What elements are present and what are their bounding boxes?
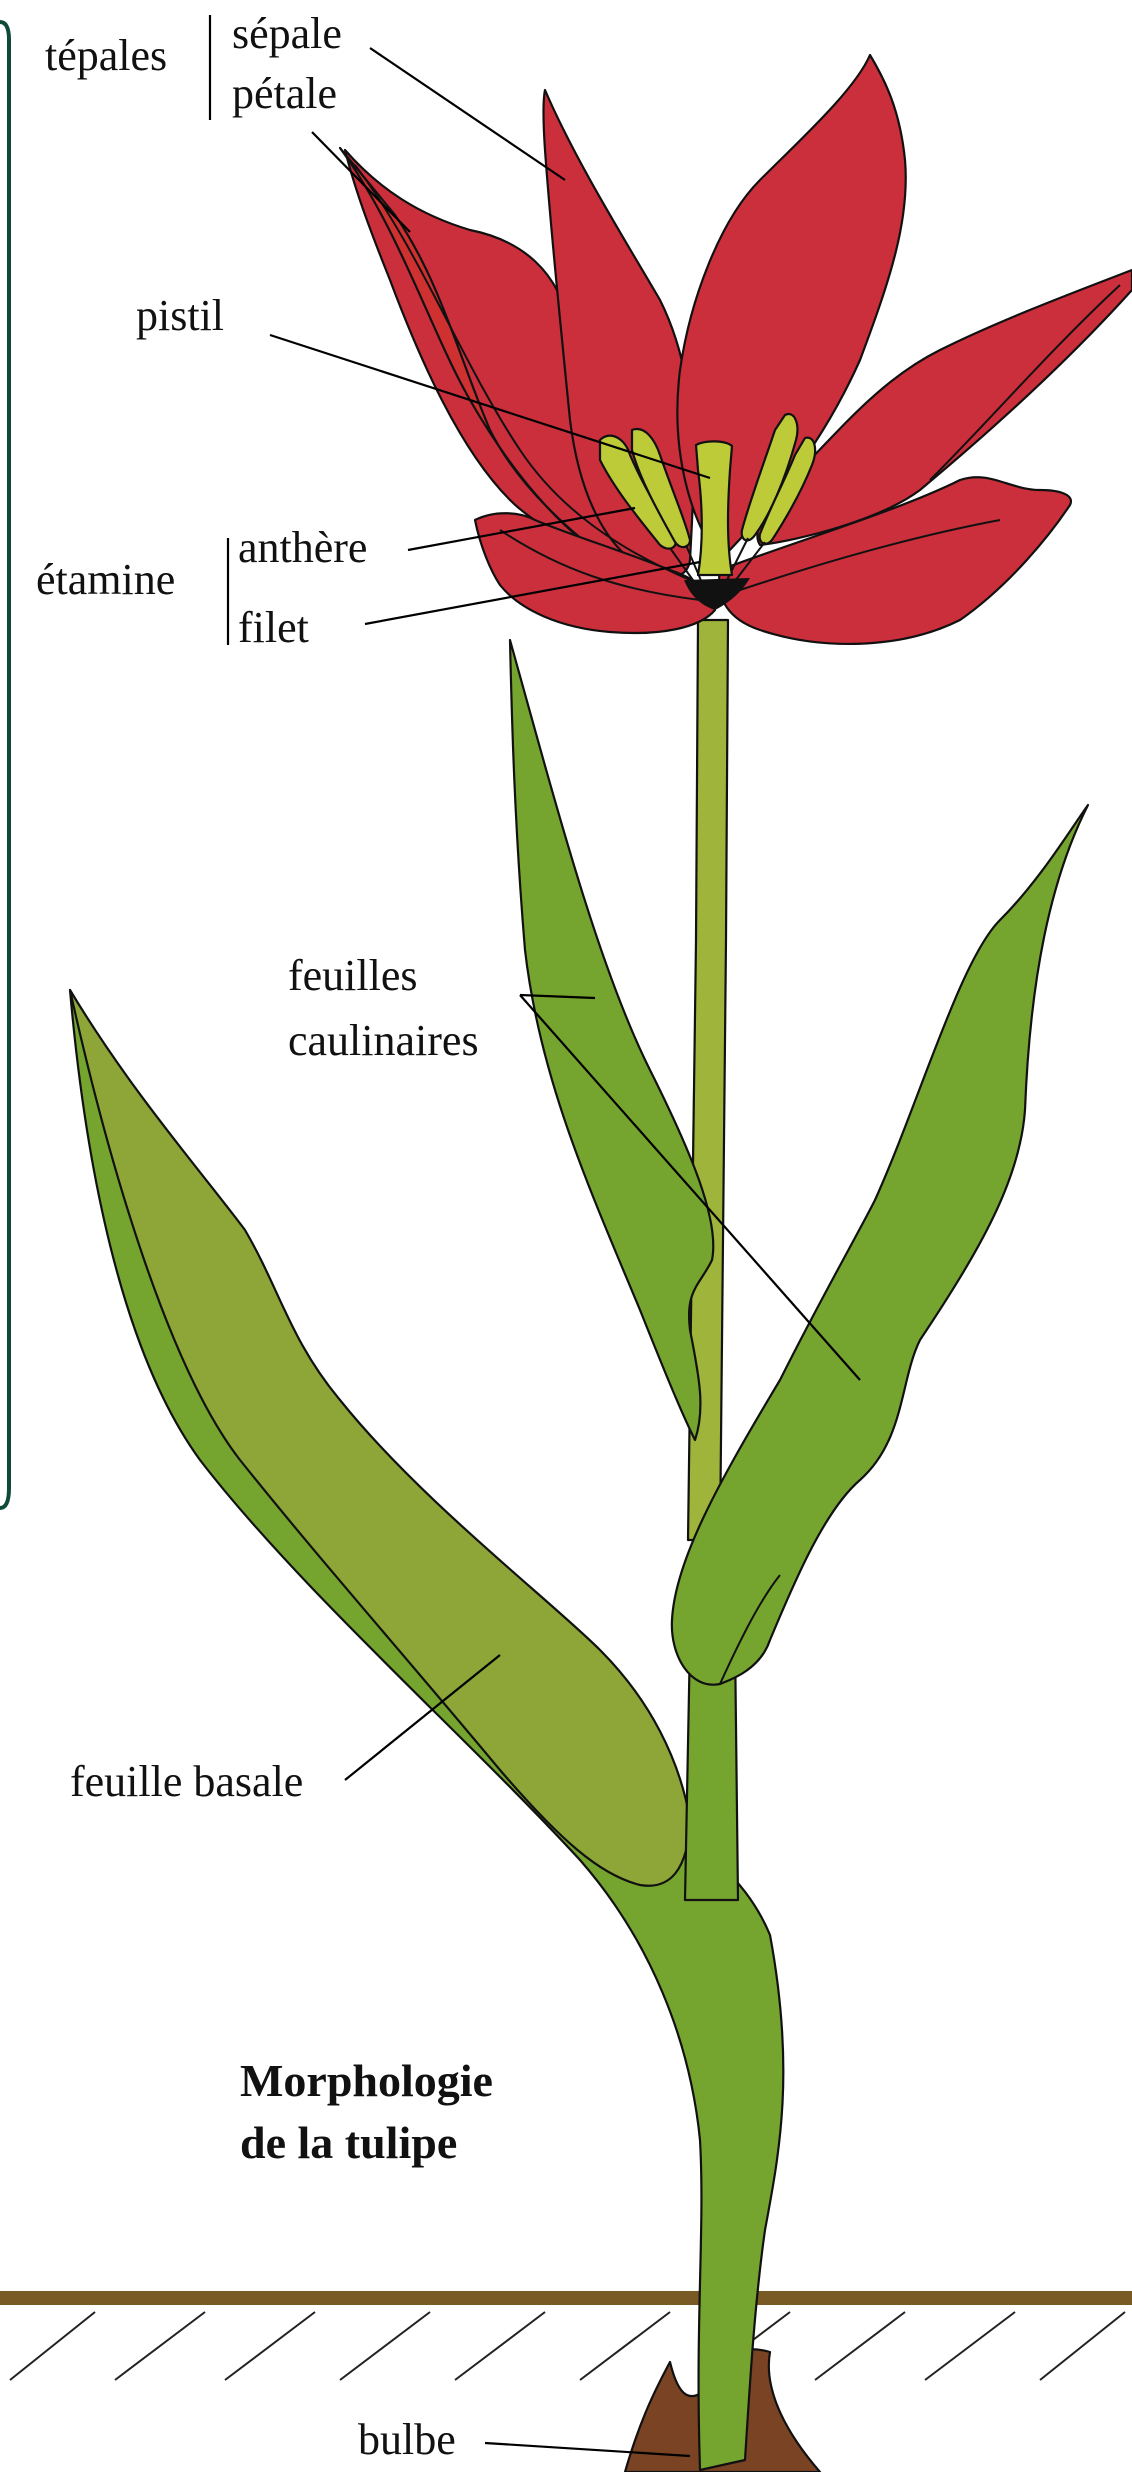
cauline-leaf-left	[510, 640, 713, 1440]
frame-border	[0, 22, 9, 1508]
labels: tépales sépale pétale pistil étamine ant…	[36, 9, 493, 2464]
label-sepale: sépale	[232, 9, 342, 58]
label-tepales: tépales	[45, 31, 167, 80]
label-feuille-basale: feuille basale	[70, 1757, 303, 1806]
label-filet: filet	[238, 603, 309, 652]
ground	[0, 2291, 1132, 2380]
ground-hatching	[10, 2312, 1125, 2380]
tulip-flower	[340, 55, 1132, 644]
pistil	[696, 441, 732, 575]
label-pistil: pistil	[136, 291, 224, 340]
title-line-1: Morphologie	[240, 2055, 493, 2106]
label-anthere: anthère	[238, 523, 367, 572]
title-line-2: de la tulipe	[240, 2117, 457, 2168]
label-feuilles: feuilles	[288, 951, 418, 1000]
cauline-leaf-right	[672, 805, 1088, 1685]
label-petale: pétale	[232, 69, 337, 118]
label-caulinaires: caulinaires	[288, 1016, 479, 1065]
soil-line	[0, 2291, 1132, 2305]
leader-sepale	[370, 48, 565, 180]
leader-petale	[312, 132, 410, 232]
label-bulbe: bulbe	[358, 2415, 456, 2464]
label-etamine: étamine	[36, 555, 175, 604]
